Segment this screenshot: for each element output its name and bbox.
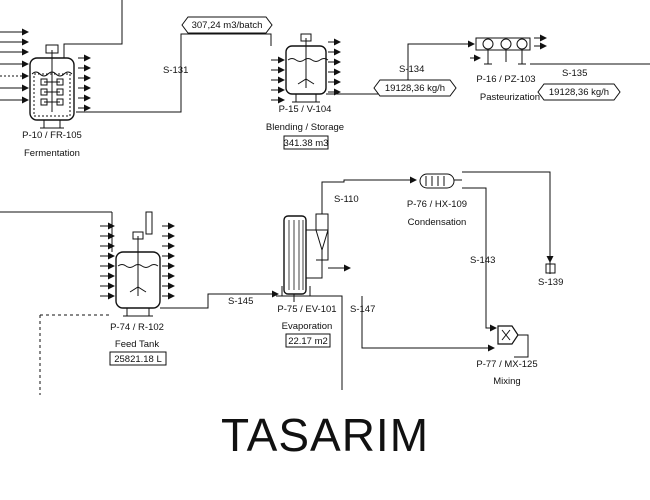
tag-flow-s134-text: 19128,36 kg/h [385,83,445,94]
unit-size-ev101: 22.17 m2 [288,336,328,347]
stream-label-s139: S-139 [538,277,563,288]
tag-flow-s135 [537,83,621,101]
size-box-v104 [283,135,329,150]
pasteurizer-pz103-icon[interactable] [470,34,547,65]
tag-batch-volume [181,16,273,34]
unit-name-r102: Feed Tank [115,339,159,350]
stream-line-s143 [462,187,497,332]
unit-name-mx125: Mixing [493,376,520,387]
stream-line-s110 [321,176,417,214]
stream-label-s143: S-143 [470,255,495,266]
unit-size-r102: 25821.18 L [114,354,162,365]
stream-label-s131: S-131 [163,65,188,76]
unit-name-fr105: Fermentation [24,148,80,159]
stream-label-s145: S-145 [228,296,253,307]
unit-name-pz103: Pasteurization [480,92,540,103]
size-box-r102 [109,351,167,366]
mixer-mx125-icon[interactable] [497,325,519,345]
outlet-s139-icon [545,262,556,274]
unit-label-mx125: P-77 / MX-125 [476,359,537,370]
unit-name-hx109: Condensation [408,217,467,228]
feed-tank-r102-icon[interactable] [100,211,175,317]
stream-line-mixer-out [514,334,529,358]
tag-batch-volume-text: 307,24 m3/batch [192,20,263,31]
unit-label-ev101: P-75 / EV-101 [277,304,336,315]
unit-size-v104: 341.38 m3 [284,138,329,149]
stream-label-s147: S-147 [350,304,375,315]
tag-flow-s134 [373,79,457,97]
tank-v104-icon[interactable] [271,33,341,104]
stream-label-s134: S-134 [399,64,424,75]
stream-line-to-mixer [361,296,495,352]
stream-line-s134 [326,40,475,95]
stream-line-s145 [160,290,279,309]
unit-label-r102: P-74 / R-102 [110,322,164,333]
fermenter-fr105-icon[interactable] [0,0,123,129]
unit-label-v104: P-15 / V-104 [279,104,332,115]
tag-flow-s135-text: 19128,36 kg/h [549,87,609,98]
stream-label-s135: S-135 [562,68,587,79]
stream-line-s131 [86,33,272,113]
stream-line-s139 [462,171,554,263]
unit-label-fr105: P-10 / FR-105 [22,130,82,141]
stream-line-bottom [312,295,343,390]
unit-name-v104: Blending / Storage [266,122,344,133]
slide-title: TASARIM [220,409,430,461]
unit-name-ev101: Evaporation [282,321,333,332]
condenser-hx109-icon[interactable] [419,173,462,189]
unit-label-pz103: P-16 / PZ-103 [476,74,535,85]
evaporator-ev101-icon[interactable] [276,213,329,302]
unit-label-hx109: P-76 / HX-109 [407,199,467,210]
size-box-ev101 [285,333,331,348]
stream-label-s110: S-110 [334,194,359,205]
